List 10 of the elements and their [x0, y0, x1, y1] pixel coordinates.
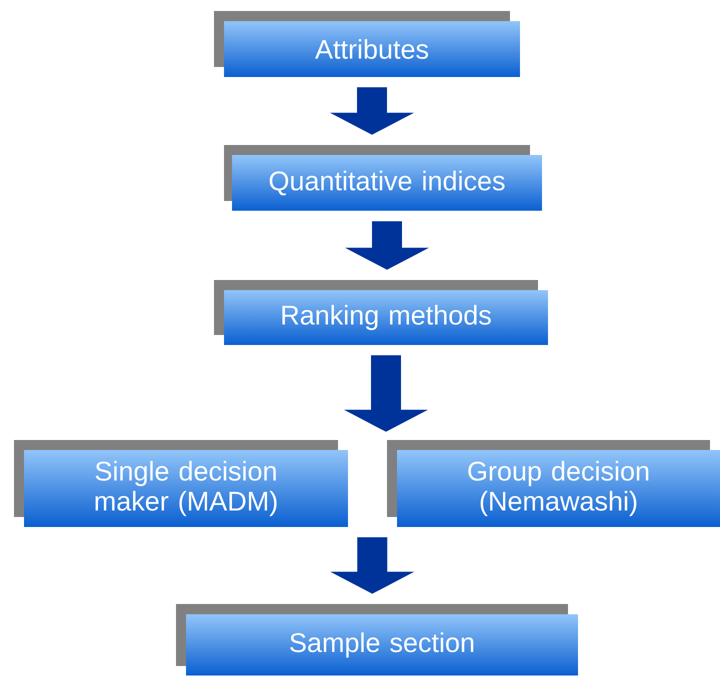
- process-box: Sample section: [176, 604, 578, 676]
- process-box: Attributes: [214, 11, 520, 77]
- process-box: Group decision (Nemawashi): [387, 440, 720, 527]
- arrow: [344, 355, 428, 432]
- process-box: Quantitative indices: [224, 145, 542, 211]
- process-box: Single decision maker (MADM): [14, 440, 348, 527]
- arrow: [345, 221, 429, 270]
- arrow: [330, 537, 414, 594]
- arrow: [330, 87, 414, 135]
- process-box: Ranking methods: [214, 280, 548, 345]
